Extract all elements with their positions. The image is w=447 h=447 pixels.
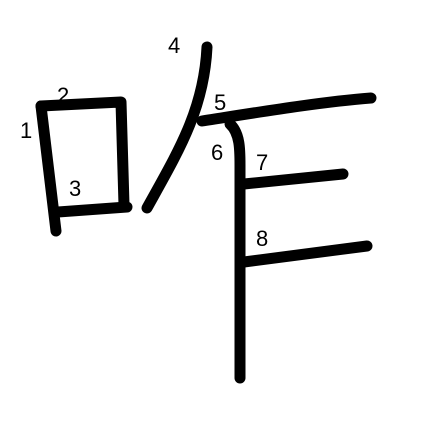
stroke-number-4: 4 (168, 33, 180, 58)
stroke-number-3: 3 (69, 176, 81, 201)
stroke-number-7: 7 (256, 150, 268, 175)
stroke-number-2: 2 (57, 83, 69, 108)
stroke-5 (196, 92, 377, 127)
stroke-number-1: 1 (20, 118, 32, 143)
stroke-2 (35, 96, 130, 211)
stroke-number-8: 8 (256, 226, 268, 251)
stroke-number-6: 6 (211, 140, 223, 165)
stroke-7 (238, 168, 349, 190)
stroke-number-5: 5 (214, 90, 226, 115)
stroke-4 (141, 41, 213, 214)
stroke-6 (224, 118, 246, 384)
stroke-3 (52, 201, 133, 218)
stroke-8 (238, 240, 373, 268)
